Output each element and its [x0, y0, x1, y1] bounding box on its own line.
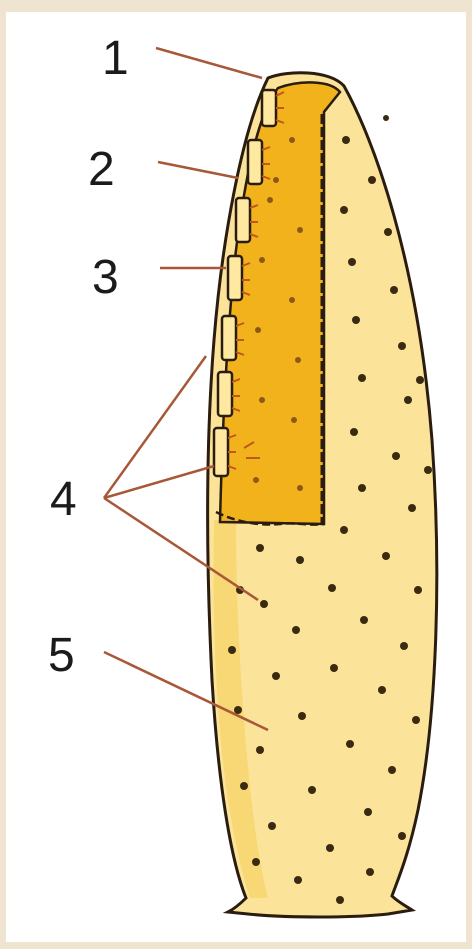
wall-cell: [248, 140, 262, 184]
leader-line-4b: [104, 466, 214, 498]
callout-label-1: 1: [102, 35, 129, 83]
wall-cell: [222, 316, 236, 360]
callout-label-4: 4: [50, 476, 77, 524]
wall-cell: [236, 198, 250, 242]
wall-cell: [218, 372, 232, 416]
callout-label-2: 2: [88, 146, 115, 194]
wall-cell: [228, 256, 242, 300]
callout-label-3: 3: [92, 254, 119, 302]
wall-cell: [262, 90, 276, 126]
wall-cell: [214, 428, 228, 476]
callout-label-5: 5: [48, 632, 75, 680]
leader-line-2: [158, 162, 238, 178]
leader-line-4a: [104, 356, 206, 498]
leader-line-1: [156, 48, 262, 78]
